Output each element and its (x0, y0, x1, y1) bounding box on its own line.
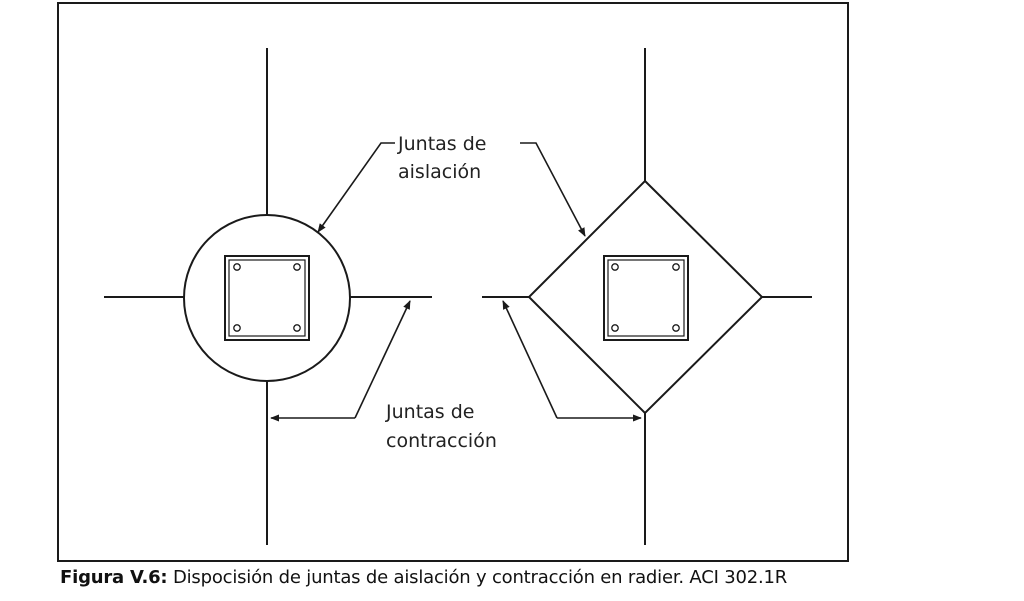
left-column-outer (224, 255, 310, 341)
right-rebar (611, 324, 619, 332)
isolation-leader-right (520, 142, 586, 237)
circular-isolation-joint (183, 214, 351, 382)
figure-frame (57, 2, 849, 562)
isolation-label-line1: Juntas de (397, 133, 486, 155)
contraction-leader-right-diagonal (502, 300, 558, 419)
left-rebar (233, 324, 241, 332)
contraction-label-line2: contracción (386, 430, 497, 452)
isolation-leaders (317, 142, 586, 237)
diamond-isolation-joint-group (482, 48, 812, 545)
left-rebar (293, 324, 301, 332)
circular-isolation-joint-group (104, 48, 432, 545)
right-rebar (672, 324, 680, 332)
caption-text: Dispocisión de juntas de aislación y con… (167, 567, 788, 588)
contraction-leaders (270, 300, 642, 422)
isolation-label-line2: aislación (398, 161, 481, 183)
left-column-inner (228, 259, 306, 337)
contraction-leader-left-diagonal (354, 300, 411, 419)
contraction-label-line1: Juntas de (385, 401, 474, 423)
right-column-outer (603, 255, 689, 341)
right-column-inner (607, 259, 685, 337)
left-rebar (233, 263, 241, 271)
right-rebar (611, 263, 619, 271)
isolation-leader-left (317, 142, 395, 233)
right-rebar (672, 263, 680, 271)
diamond-isolation-joint (527, 179, 764, 415)
left-rebar (293, 263, 301, 271)
figure-caption: Figura V.6: Dispocisión de juntas de ais… (60, 567, 787, 588)
caption-prefix: Figura V.6: (60, 567, 168, 588)
